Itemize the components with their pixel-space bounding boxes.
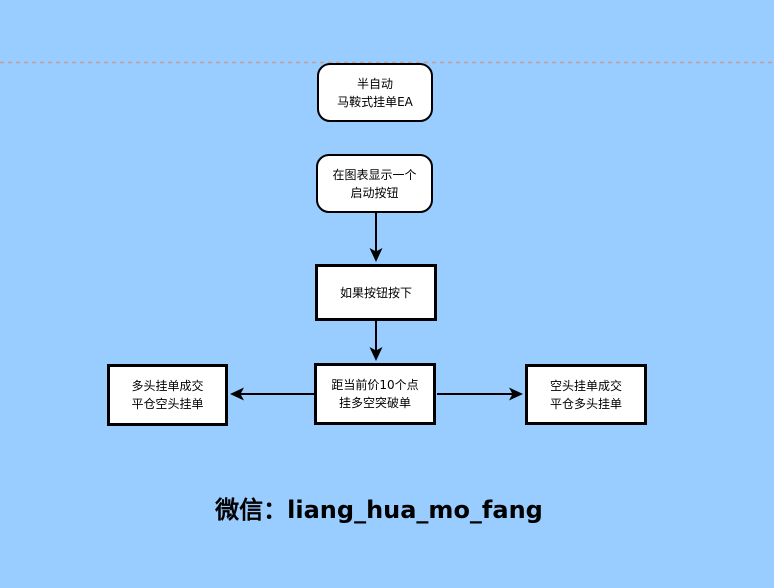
wechat-contact-text: 微信：liang_hua_mo_fang — [215, 496, 543, 524]
arrow-placeorders-to-longfilled — [230, 387, 314, 401]
node-button-pressed-label: 如果按钮按下 — [339, 285, 412, 300]
node-short-filled: 空头挂单成交 平仓多头挂单 — [525, 364, 647, 425]
node-long-filled-label: 多头挂单成交 平仓空头挂单 — [131, 379, 204, 411]
node-button-pressed: 如果按钮按下 — [315, 264, 437, 321]
node-show-button: 在图表显示一个 启动按钮 — [316, 154, 433, 213]
arrow-placeorders-to-shortfilled — [437, 387, 523, 401]
node-place-orders: 距当前价10个点 挂多空突破单 — [314, 363, 436, 425]
node-place-orders-label: 距当前价10个点 挂多空突破单 — [331, 378, 419, 410]
node-long-filled: 多头挂单成交 平仓空头挂单 — [107, 364, 228, 426]
arrow-showbutton-to-pressed — [369, 213, 383, 262]
node-show-button-label: 在图表显示一个 启动按钮 — [332, 167, 417, 200]
arrow-pressed-to-placeorders — [369, 321, 383, 361]
node-title: 半自动 马鞍式挂单EA — [317, 63, 433, 122]
node-short-filled-label: 空头挂单成交 平仓多头挂单 — [549, 378, 622, 411]
node-title-label: 半自动 马鞍式挂单EA — [337, 76, 413, 109]
